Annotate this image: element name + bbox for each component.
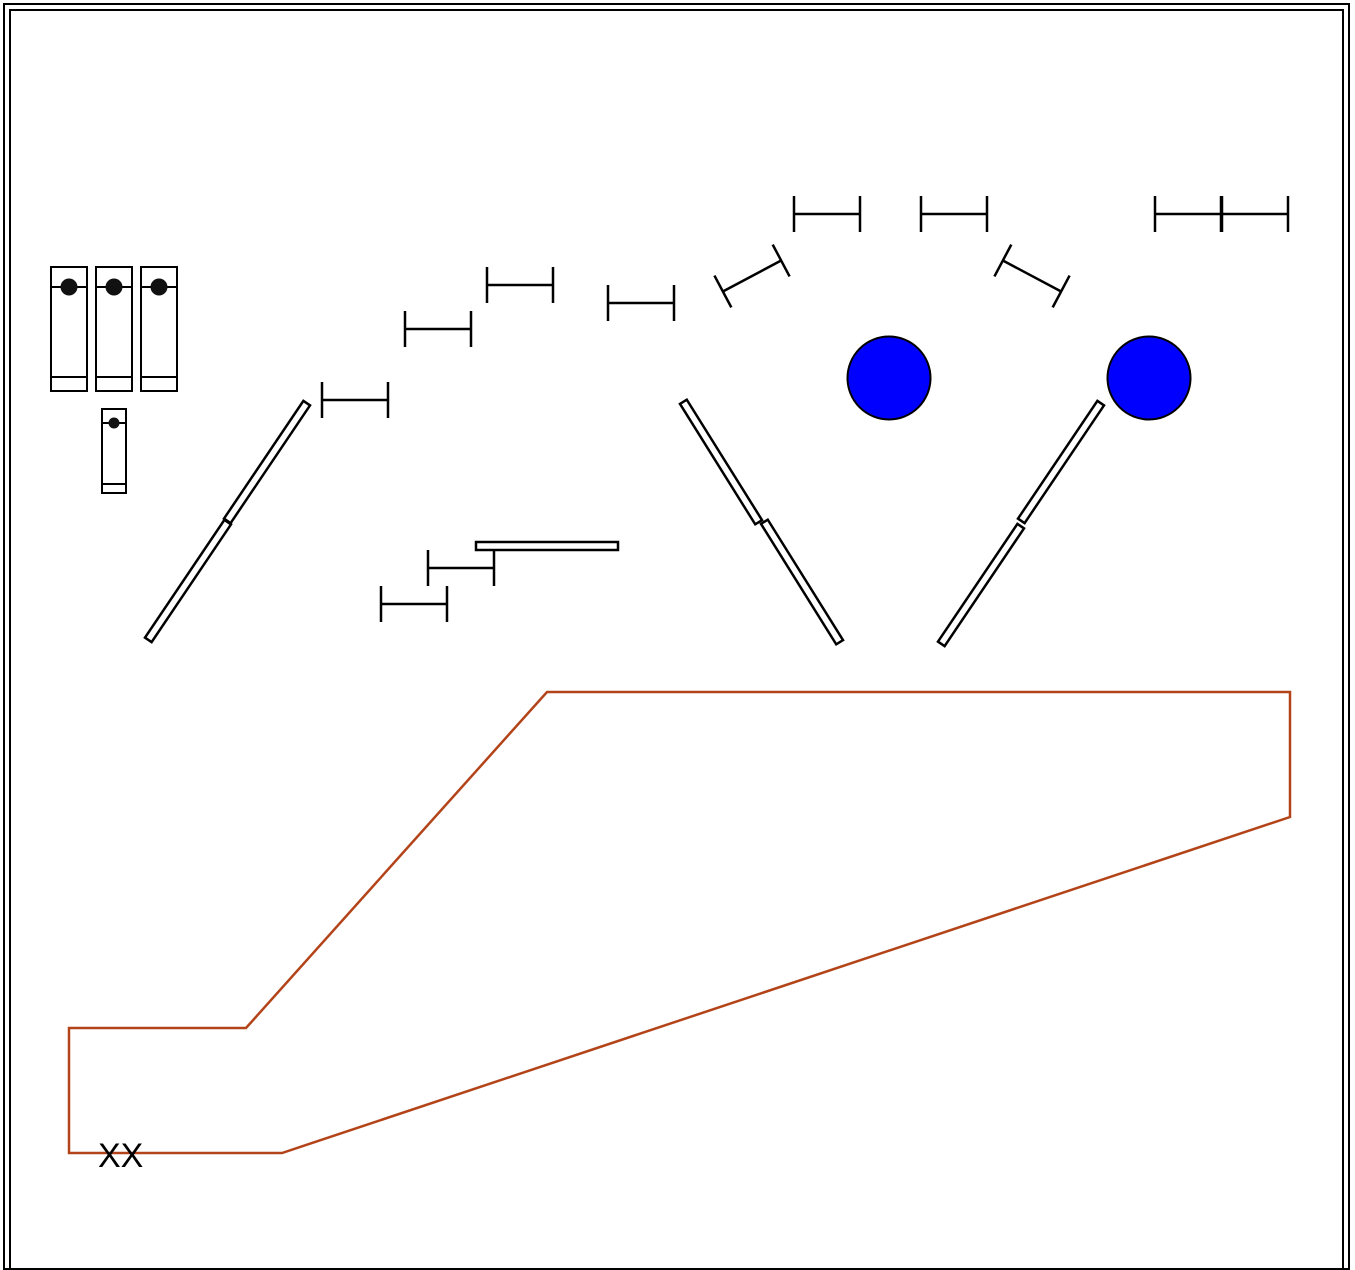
planks (143, 397, 1106, 648)
area-label: XX (98, 1137, 143, 1175)
ball-icon (846, 335, 932, 421)
fence-icon (1220, 194, 1290, 234)
plank-obstacle-icon (222, 399, 312, 525)
plank-obstacle-icon (474, 540, 620, 552)
plank-obstacle-icon (936, 522, 1026, 648)
plank-obstacle-icon (759, 517, 845, 647)
plank-obstacle-icon (143, 518, 233, 644)
fence-icon (993, 243, 1071, 309)
fence-icon (792, 194, 862, 234)
wing-stand-icon (140, 266, 178, 392)
fence-icon (1153, 194, 1223, 234)
fence-icon (485, 265, 555, 305)
plank-obstacle-icon (1016, 399, 1106, 525)
fence-icon (919, 194, 989, 234)
plank-obstacle-icon (678, 397, 764, 527)
fence-icon (713, 243, 791, 309)
fence-icon (379, 584, 449, 624)
balls (846, 335, 1192, 421)
wing-stand-icon (101, 408, 127, 494)
outer-frame (3, 3, 1350, 1270)
inner-frame (9, 9, 1344, 1270)
fence-icon (403, 309, 473, 349)
fence-icon (320, 380, 390, 420)
wing-stand-icon (95, 266, 133, 392)
area-outline (67, 690, 1292, 1155)
fence-icon (606, 283, 676, 323)
stand-group (50, 266, 178, 494)
fence-icon (426, 548, 496, 588)
ball-icon (1106, 335, 1192, 421)
wing-stand-icon (50, 266, 88, 392)
